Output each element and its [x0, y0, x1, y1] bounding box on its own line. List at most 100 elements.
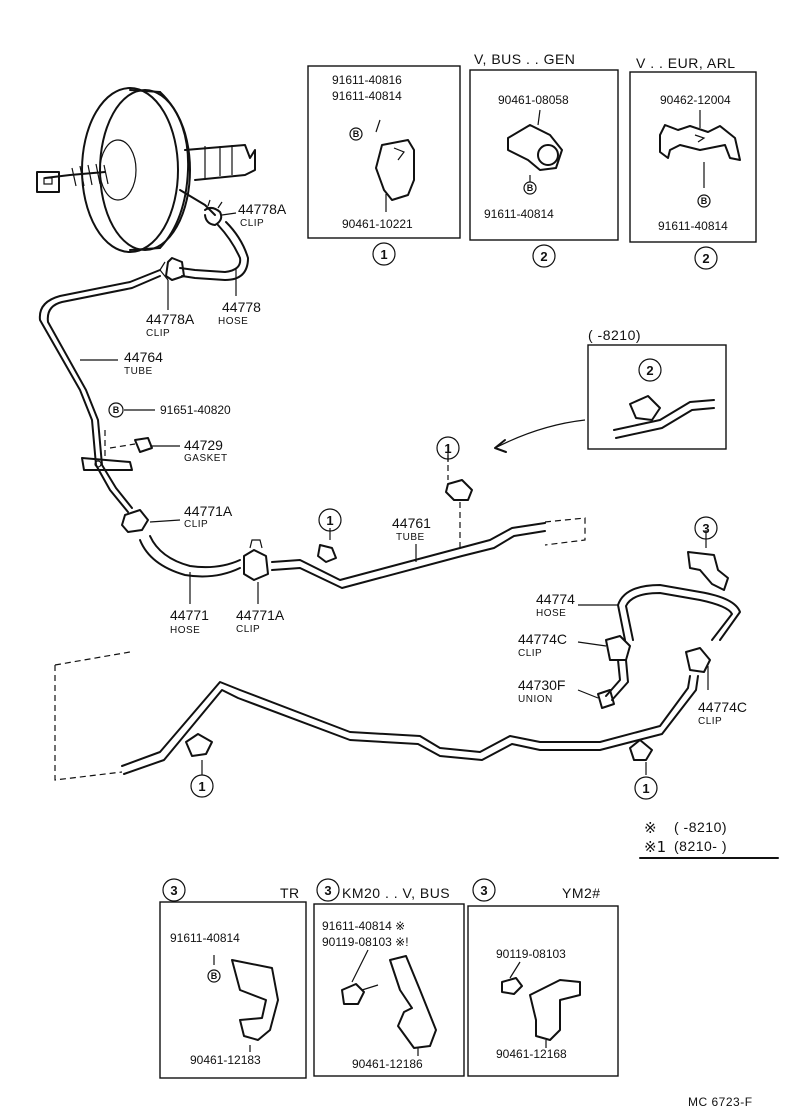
box3a-bolt-symbol: B — [211, 971, 218, 981]
box1-callout: 1 — [380, 247, 387, 262]
box1-part-top-a: 91611-40816 — [332, 73, 402, 87]
box-3a — [159, 901, 307, 1079]
label-44778a-left-name: CLIP — [146, 328, 170, 339]
legend-line1-symbol: ※ — [644, 819, 657, 837]
label-44778a-top-name: CLIP — [240, 218, 264, 229]
label-44771-name: HOSE — [170, 625, 200, 636]
legend-line1-text: ( -8210) — [674, 819, 727, 835]
box2b-part-top: 90462-12004 — [660, 93, 731, 107]
box3a-header: TR — [280, 885, 300, 901]
box1-bolt-symbol-circle — [349, 127, 363, 141]
box3a-bolt-symbol-circle — [207, 969, 221, 983]
label-44778a-left-num: 44778A — [146, 311, 195, 327]
box3c-part-bottom: 90461-12168 — [496, 1047, 567, 1061]
label-44761-num: 44761 — [392, 515, 431, 531]
label-44730f-num: 44730F — [518, 677, 565, 693]
tube-44764-drawing — [38, 269, 161, 513]
callout-lower-right: 1 — [642, 781, 649, 796]
box3c-header: YM2# — [562, 885, 601, 901]
callout-right-bracket: 3 — [702, 521, 709, 536]
box2b-bolt-symbol: B — [701, 196, 708, 206]
box3c-callout: 3 — [480, 883, 487, 898]
box1-part-top-b: 91611-40814 — [332, 89, 402, 103]
box3b-header: KM20 . . V, BUS — [342, 885, 450, 901]
box2a-callout-circle — [532, 244, 556, 268]
box3b-callout-circle — [316, 878, 340, 902]
label-91651-bolt-circle — [108, 402, 124, 418]
callout-mid-clip: 1 — [326, 513, 333, 528]
box3b-part-top-a: 91611-40814 ※ — [322, 919, 405, 933]
inset-callout: 2 — [646, 363, 653, 378]
callout-mid-clip-circle — [318, 508, 342, 532]
label-44774c-right-num: 44774C — [698, 699, 747, 715]
box2a-header: V, BUS . . GEN — [474, 51, 575, 67]
box3b-callout: 3 — [324, 883, 331, 898]
legend-line2-symbol: ※1 — [644, 838, 666, 856]
box3c-callout-circle — [472, 878, 496, 902]
box3a-part-bottom: 90461-12183 — [190, 1053, 261, 1067]
label-44778-num: 44778 — [222, 299, 261, 315]
label-44729-name: GASKET — [184, 453, 228, 464]
callout-right-bracket-circle — [694, 516, 718, 540]
box2b-callout-circle — [694, 246, 718, 270]
clip-1-mid-drawing — [445, 445, 473, 552]
leader-lines — [80, 212, 709, 775]
right-assembly-drawing — [597, 551, 741, 709]
label-91651-bolt-symbol: B — [113, 405, 120, 415]
box2a-bolt-symbol-circle — [523, 181, 537, 195]
clip-44771a-right-drawing — [243, 539, 269, 581]
label-44730f-name: UNION — [518, 694, 553, 705]
callout-mid-tube-circle — [436, 436, 460, 460]
hose-44778-drawing — [159, 221, 249, 281]
box3c-part-top: 90119-08103 — [496, 947, 566, 961]
label-44771a-right-name: CLIP — [236, 624, 260, 635]
drawing-code: MC 6723-F — [688, 1095, 753, 1109]
box2a-part-top: 90461-08058 — [498, 93, 569, 107]
box-inset — [587, 344, 727, 450]
box3a-callout: 3 — [170, 883, 177, 898]
label-44774-num: 44774 — [536, 591, 575, 607]
box-3c — [467, 905, 619, 1077]
clip-44778a-top-drawing — [204, 199, 223, 226]
label-44764-num: 44764 — [124, 349, 163, 365]
label-44774c-left-name: CLIP — [518, 648, 542, 659]
label-44771a-left-name: CLIP — [184, 519, 208, 530]
callout-lower-left-circle — [190, 774, 214, 798]
box3a-part-top: 91611-40814 — [170, 931, 240, 945]
box1-bolt-symbol: B — [353, 129, 360, 139]
clip-44771a-left-drawing — [121, 509, 149, 533]
callout-lower-left: 1 — [198, 779, 205, 794]
box3b-part-bottom: 90461-12186 — [352, 1057, 423, 1071]
legend-line2-text: (8210- ) — [674, 838, 727, 854]
label-44771-num: 44771 — [170, 607, 209, 623]
callout-lower-right-circle — [634, 776, 658, 800]
box2a-callout: 2 — [540, 249, 547, 264]
inset-arrow — [494, 419, 586, 449]
box-2a — [469, 69, 619, 241]
box2b-part-bottom: 91611-40814 — [658, 219, 728, 233]
label-44764-name: TUBE — [124, 366, 153, 377]
box3b-part-top-b: 90119-08103 ※! — [322, 935, 409, 949]
lower-tube-drawing — [54, 651, 699, 781]
box-2b — [629, 71, 757, 243]
box2b-bolt-symbol-circle — [697, 194, 711, 208]
label-44774c-right-name: CLIP — [698, 716, 722, 727]
inset-header: ( -8210) — [588, 327, 641, 343]
box2b-callout: 2 — [702, 251, 709, 266]
label-44778-name: HOSE — [218, 316, 248, 327]
box3a-callout-circle — [162, 878, 186, 902]
box1-callout-circle — [372, 242, 396, 266]
box2a-bolt-symbol: B — [527, 183, 534, 193]
label-91651-num: 91651-40820 — [160, 403, 231, 417]
label-44729-num: 44729 — [184, 437, 223, 453]
label-44771a-right-num: 44771A — [236, 607, 285, 623]
hose-44771-drawing — [139, 535, 241, 578]
inset-arrow-head — [494, 439, 507, 453]
inset-callout-circle — [638, 358, 662, 382]
label-44761-name: TUBE — [396, 532, 425, 543]
callout-mid-tube: 1 — [444, 441, 451, 456]
label-44778a-top-num: 44778A — [238, 201, 287, 217]
box-3b — [313, 903, 465, 1077]
label-44771a-left-num: 44771A — [184, 503, 233, 519]
